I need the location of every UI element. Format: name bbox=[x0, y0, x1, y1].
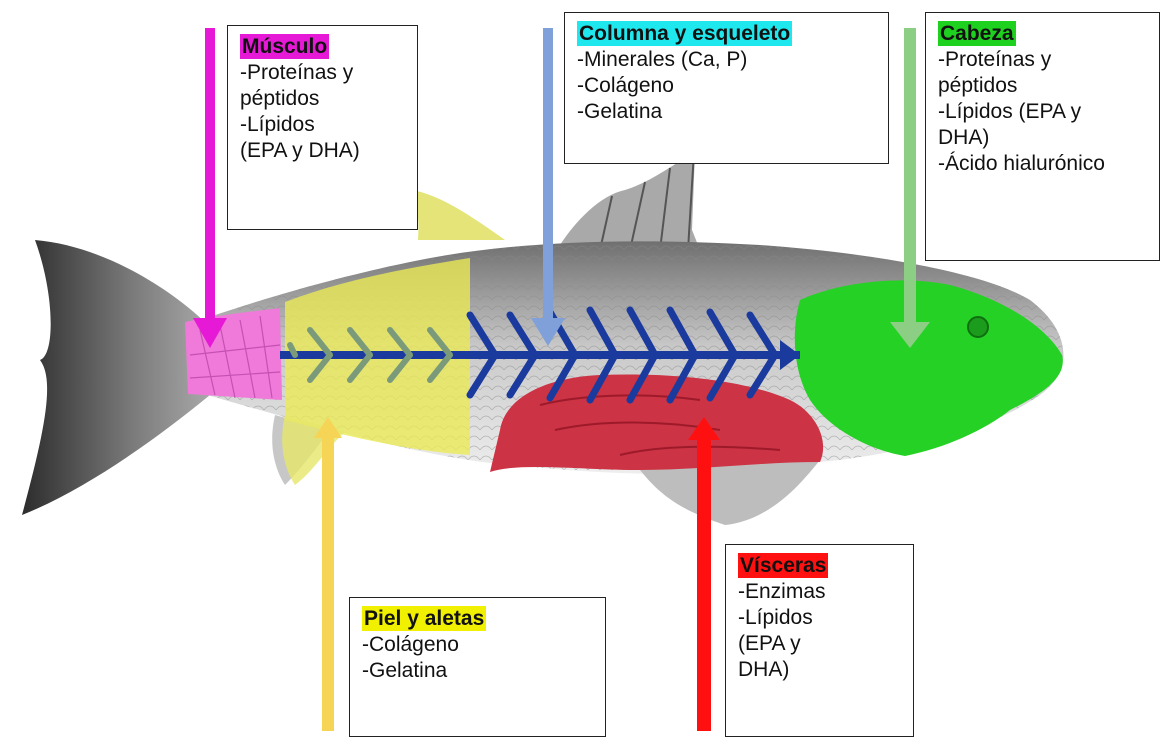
tail-fin bbox=[22, 240, 210, 515]
muscle-arrow bbox=[193, 28, 227, 348]
skin-item: -Gelatina bbox=[362, 658, 593, 684]
head-item: -Ácido hialurónico bbox=[938, 151, 1147, 177]
head-title: Cabeza bbox=[938, 21, 1016, 46]
fish-eye bbox=[968, 317, 988, 337]
head-item: -Proteínas y péptidos bbox=[938, 47, 1147, 99]
skeleton-item: -Colágeno bbox=[577, 73, 876, 99]
viscera-item: -Enzimas bbox=[738, 579, 901, 605]
head-label-box: Cabeza -Proteínas y péptidos -Lípidos (E… bbox=[925, 12, 1160, 261]
skeleton-label-box: Columna y esqueleto -Minerales (Ca, P) -… bbox=[564, 12, 889, 164]
viscera-item: -Lípidos (EPA y DHA) bbox=[738, 605, 901, 683]
muscle-title: Músculo bbox=[240, 34, 329, 59]
skin-arrow bbox=[314, 417, 342, 731]
skin-label-box: Piel y aletas -Colágeno -Gelatina bbox=[349, 597, 606, 737]
muscle-item: -Proteínas y péptidos bbox=[240, 60, 405, 112]
viscera-title: Vísceras bbox=[738, 553, 828, 578]
dorsal-fin-rear bbox=[412, 190, 505, 240]
muscle-label-box: Músculo -Proteínas y péptidos -Lípidos (… bbox=[227, 25, 418, 230]
skin-title: Piel y aletas bbox=[362, 606, 486, 631]
head-item: -Lípidos (EPA y DHA) bbox=[938, 99, 1147, 151]
skeleton-item: -Minerales (Ca, P) bbox=[577, 47, 876, 73]
anal-fin bbox=[640, 460, 820, 525]
skeleton-item: -Gelatina bbox=[577, 99, 876, 125]
viscera-label-box: Vísceras -Enzimas -Lípidos (EPA y DHA) bbox=[725, 544, 914, 737]
skeleton-title: Columna y esqueleto bbox=[577, 21, 792, 46]
skin-item: -Colágeno bbox=[362, 632, 593, 658]
muscle-item: -Lípidos (EPA y DHA) bbox=[240, 112, 405, 164]
